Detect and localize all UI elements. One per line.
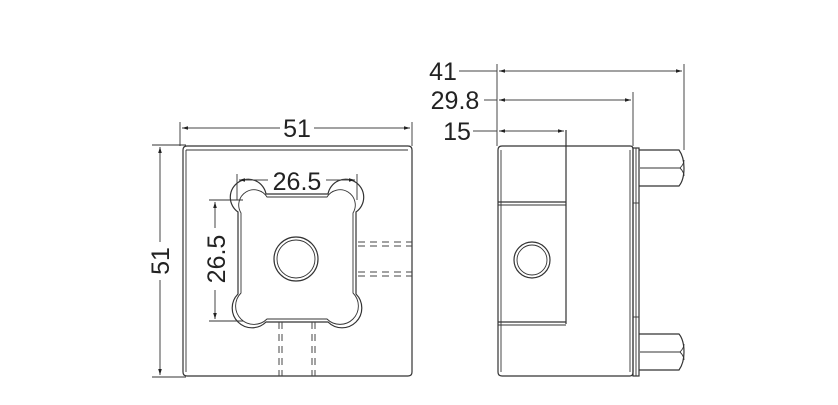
side-view: 41 29.8 15 — [429, 58, 685, 377]
front-center-hole — [273, 236, 319, 282]
side-bottom-nut — [639, 333, 685, 371]
side-top-nut — [639, 149, 685, 187]
front-height-label: 51 — [147, 247, 175, 275]
side-slot-label: 15 — [443, 118, 471, 146]
dimension-front-height: 51 — [147, 144, 186, 378]
dimension-inner-width: 26.5 — [236, 168, 358, 200]
front-hidden-lines-bottom — [278, 322, 316, 376]
dimension-side-body: 29.8 — [431, 87, 634, 146]
front-hidden-lines-right — [358, 241, 412, 277]
dimension-front-width: 51 — [179, 115, 413, 146]
side-flange-plate — [632, 147, 640, 377]
side-body — [497, 145, 634, 377]
inner-height-label: 26.5 — [203, 235, 231, 284]
front-view: 51 51 26.5 26.5 — [147, 115, 413, 378]
inner-width-label: 26.5 — [273, 168, 322, 196]
front-width-label: 51 — [283, 115, 311, 143]
dimension-inner-height: 26.5 — [203, 199, 243, 322]
front-inner-opening — [229, 178, 365, 329]
side-hole — [513, 241, 551, 279]
dimension-side-slot: 15 — [443, 118, 564, 146]
dimension-side-total: 41 — [429, 58, 685, 150]
side-total-label: 41 — [429, 58, 457, 86]
side-body-label: 29.8 — [431, 87, 480, 115]
side-slot — [498, 130, 567, 326]
front-outer-body — [182, 145, 413, 377]
